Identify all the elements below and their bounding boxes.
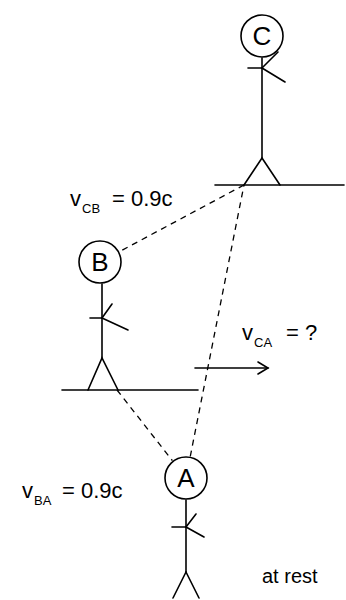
- rest-note: at rest: [262, 566, 318, 586]
- relative-velocity-line: [190, 185, 244, 456]
- velocity-subscript: CB: [82, 202, 100, 215]
- velocity-value: = ?: [286, 322, 317, 344]
- person-letter: A: [177, 465, 194, 491]
- velocity-value: = 0.9c: [112, 188, 173, 210]
- velocity-subscript: CA: [254, 336, 272, 349]
- velocity-subscript: BA: [34, 494, 51, 507]
- head-circle-shape: [165, 457, 207, 499]
- head-circle: A: [164, 456, 208, 500]
- head-circle: B: [78, 240, 122, 284]
- velocity-symbol: v: [70, 188, 81, 210]
- velocity-symbol: v: [242, 322, 253, 344]
- velocity-symbol: v: [22, 480, 33, 502]
- head-circle-shape: [241, 15, 283, 57]
- velocity-value: = 0.9c: [62, 480, 123, 502]
- head-circle-shape: [79, 241, 121, 283]
- person-letter: B: [91, 249, 108, 275]
- relative-velocity-line: [117, 390, 172, 461]
- head-circle: C: [240, 14, 284, 58]
- person-letter: C: [253, 23, 272, 49]
- figure-lines: [62, 52, 344, 598]
